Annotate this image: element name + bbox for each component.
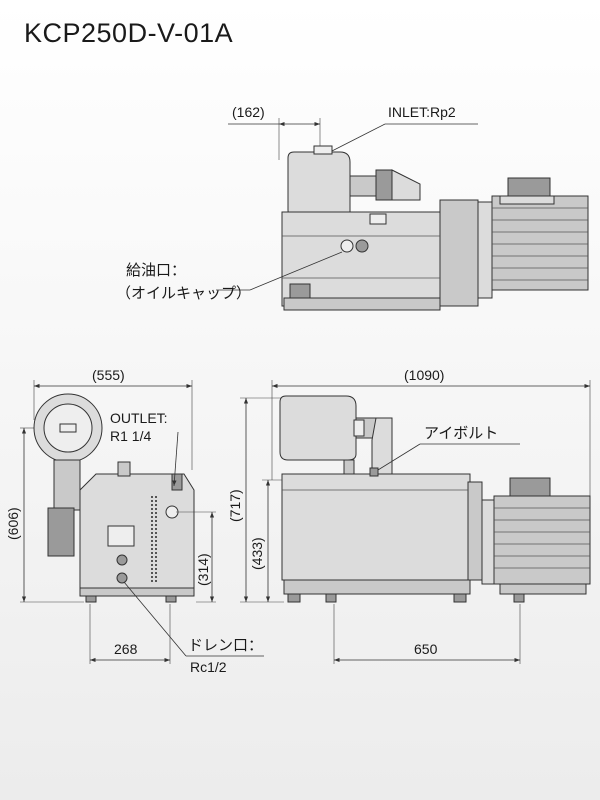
dim-height-606: (606)	[5, 507, 21, 540]
dim-height-overall: (717)	[227, 489, 243, 522]
label-oil-cap: （オイルキャップ）	[116, 284, 251, 302]
motor-fins-side	[494, 507, 590, 569]
model-title: KCP250D-V-01A	[24, 18, 234, 48]
dim-inlet-offset: (162)	[232, 104, 265, 120]
label-drain-size: Rc1/2	[190, 659, 227, 675]
label-oil-port: 給油口：	[126, 261, 186, 279]
label-eyebolt: アイボルト	[424, 424, 498, 442]
top-view: (162) INLET:Rp2	[116, 104, 589, 311]
label-outlet: OUTLET:	[110, 410, 168, 426]
front-view: (555) (606)	[5, 367, 264, 675]
label-outlet-size: R1 1/4	[110, 428, 151, 444]
label-drain: ドレン口：	[188, 636, 263, 654]
dim-foot-length: 650	[414, 641, 438, 657]
dim-width-front: (555)	[92, 367, 125, 383]
dim-height-433: (433)	[249, 537, 265, 570]
dim-outlet-height: (314)	[195, 553, 211, 586]
side-view: (1090) (717) (433)	[227, 367, 591, 664]
dim-length-overall: (1090)	[404, 367, 444, 383]
motor-fins-top	[492, 207, 588, 281]
dim-foot-width: 268	[114, 641, 138, 657]
label-inlet: INLET:Rp2	[388, 104, 456, 120]
